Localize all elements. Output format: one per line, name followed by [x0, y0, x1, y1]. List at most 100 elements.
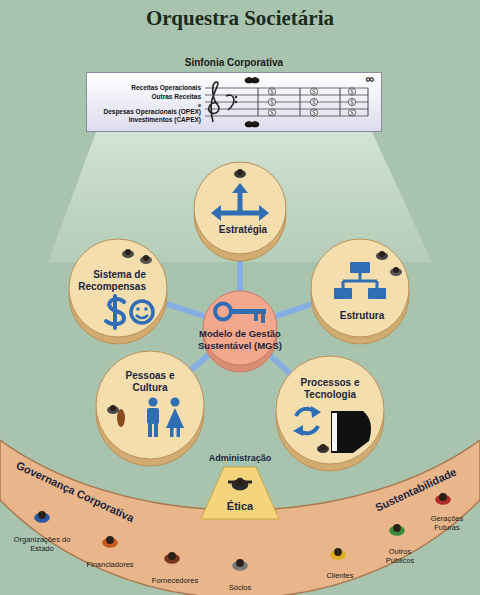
staff-box-shape-part — [313, 90, 316, 94]
staff-box-shape-part — [310, 98, 317, 105]
staff-box-shape-part — [247, 121, 251, 125]
platform-circle-shape — [275, 355, 385, 473]
platform-circle-shape-part — [317, 445, 329, 453]
platform-circle-shape — [310, 238, 410, 346]
staff-box-shape-part — [351, 111, 354, 115]
platform-circle-shape-part — [106, 296, 124, 328]
platform-circle-shape-part — [343, 273, 377, 288]
platform-circle-shape-part-part — [368, 288, 386, 299]
staff-label: Receitas Operacionais — [89, 84, 201, 92]
staff-box-shape-part — [205, 88, 368, 89]
staff-box-shape-part — [205, 116, 368, 117]
platform-circle-shape-part — [147, 398, 184, 438]
connector-bar — [165, 303, 205, 316]
platform-circle-shape-part — [293, 406, 321, 436]
staff-label: Investimentos (CAPEX) — [89, 116, 201, 124]
platform-circle-shape-part — [332, 413, 337, 451]
core-circle-shape-part-part — [254, 314, 258, 321]
staff-box-shape-part — [268, 88, 275, 95]
ethics-band-shape-part — [236, 478, 244, 486]
platform-circle-shape-part-part — [293, 425, 303, 436]
stakeholder-label: Outros Públicos — [378, 547, 422, 565]
node-label: Modelo de Gestão Sustentável (MGS) — [185, 328, 295, 351]
staff-box-shape-part — [351, 90, 354, 94]
section-heading: Sinfonia Corporativa — [86, 57, 382, 69]
platform-circle-shape-part-part — [166, 408, 184, 428]
platform-circle-shape-part — [125, 249, 131, 255]
node-label: Estratégia — [205, 224, 281, 236]
platform-circle-shape-part — [390, 268, 402, 276]
staff-box-shape-part — [253, 121, 257, 125]
staff-box-shape-part — [251, 122, 259, 128]
core-circle-shape-part-part — [261, 314, 265, 323]
staff-box-shape-part — [235, 96, 237, 98]
staff-box-shape-part — [205, 102, 368, 103]
platform-circle-shape-part-part — [170, 427, 174, 437]
staff-box-shape-part — [348, 98, 355, 105]
stakeholder-band-shape-part — [38, 511, 46, 519]
stakeholder-label: Sócios — [220, 583, 260, 592]
staff-box-shape-part — [310, 88, 317, 95]
platform-circle-shape-part — [276, 356, 384, 464]
staff-box-shape-part — [271, 100, 274, 104]
core-circle-shape-part — [232, 309, 266, 323]
staff-box-shape-part — [348, 109, 355, 116]
platform-circle-shape-part — [376, 252, 388, 260]
platform-circle-shape-part-part — [149, 398, 158, 407]
stakeholder-band-shape-part — [439, 493, 447, 501]
platform-circle-shape-part — [136, 307, 140, 311]
stakeholder-band-shape-part — [393, 524, 401, 532]
platform-circle-shape — [95, 350, 205, 468]
stakeholder-label: Organizações do Estado — [13, 535, 71, 553]
platform-circle-shape-part-part — [171, 398, 180, 407]
platform-circle-shape-part — [122, 250, 134, 258]
stakeholder-band-shape-part — [168, 552, 176, 560]
platform-circle: Sistema de Recompensas — [68, 238, 168, 346]
platform-circle-shape-part-part — [296, 409, 314, 416]
platform-circle-shape — [193, 161, 287, 263]
diagram-title: Orquestra Societária — [0, 6, 480, 31]
platform-circle: Processos e Tecnologia — [275, 355, 385, 473]
platform-circle-shape-part — [379, 251, 385, 257]
staff-box-shape-part — [313, 111, 316, 115]
platform-circle-shape-part-part — [211, 205, 221, 221]
staff-box-shape-part — [253, 77, 257, 81]
staff-box-shape-part — [300, 88, 301, 116]
platform-circle-shape-part — [144, 307, 148, 311]
platform-circle-shape-part — [194, 162, 286, 254]
stakeholder-label: Gerações Futuras — [424, 514, 470, 532]
platform-circle: Pessoas e Cultura — [95, 350, 205, 468]
platform-circle-shape-part-part — [259, 205, 269, 221]
staff-box-shape-part — [368, 88, 369, 116]
platform-circle-shape-part — [331, 411, 371, 453]
node-label: Ética — [200, 500, 280, 513]
staff-box-shape-part — [258, 88, 259, 116]
staff-box-shape-part — [251, 78, 259, 84]
staff-box-shape-part — [268, 109, 275, 116]
core-circle-shape-part — [215, 304, 231, 320]
platform-circle-shape-part — [143, 255, 149, 261]
staff-label: e — [89, 101, 201, 109]
core-circle: Modelo de Gestão Sustentável (MGS) — [202, 290, 278, 374]
stakeholder-label: Financiadores — [80, 560, 140, 569]
stakeholder-band-shape-part — [334, 548, 342, 556]
platform-circle-shape-part — [140, 256, 152, 264]
platform-circle-shape-part-part — [154, 423, 158, 437]
platform-circle-shape-part — [334, 262, 386, 299]
platform-circle-shape-part — [234, 170, 246, 178]
ethics-band-shape-part — [201, 467, 279, 519]
platform-circle: Estratégia — [193, 161, 287, 263]
conductor-label: Administração — [195, 453, 285, 464]
platform-circle-shape-part — [311, 239, 409, 337]
staff-box-shape-part — [209, 82, 219, 122]
stakeholder-band-shape-part — [0, 440, 480, 595]
stakeholder-band-shape-part — [236, 559, 244, 567]
platform-circle-shape-part — [393, 267, 399, 273]
platform-circle-shape-part — [107, 406, 119, 414]
stakeholder-band-shape-part — [106, 536, 114, 544]
node-label: Sistema de Recompensas — [72, 269, 146, 293]
node-label: Estrutura — [330, 310, 394, 322]
core-circle-shape-part-part — [232, 309, 266, 314]
